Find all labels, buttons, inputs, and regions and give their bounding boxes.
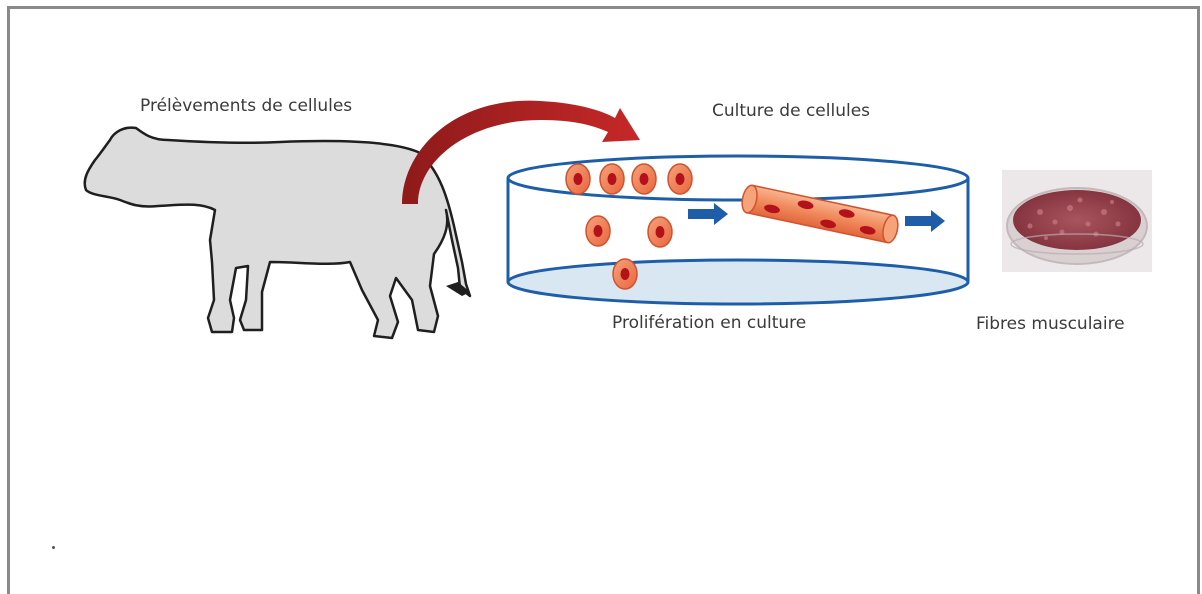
muscle-fiber [740, 184, 900, 244]
cell [600, 164, 624, 194]
cell [632, 164, 656, 194]
cell [648, 217, 672, 247]
trailing-mark [52, 546, 55, 549]
cell [566, 164, 590, 194]
culture-label: Culture de cellules [712, 101, 870, 121]
arrow-right-icon [688, 203, 728, 225]
cow-icon [85, 128, 470, 338]
cultured-meat-dish-icon [1002, 170, 1152, 272]
cell [586, 216, 610, 246]
sampling-label: Prélèvements de cellules [140, 96, 352, 116]
cell [668, 164, 692, 194]
fibres-label: Fibres musculaire [976, 314, 1125, 334]
arrow-right-icon [905, 210, 945, 232]
cell [613, 259, 637, 289]
proliferation-label: Prolifération en culture [612, 313, 806, 333]
